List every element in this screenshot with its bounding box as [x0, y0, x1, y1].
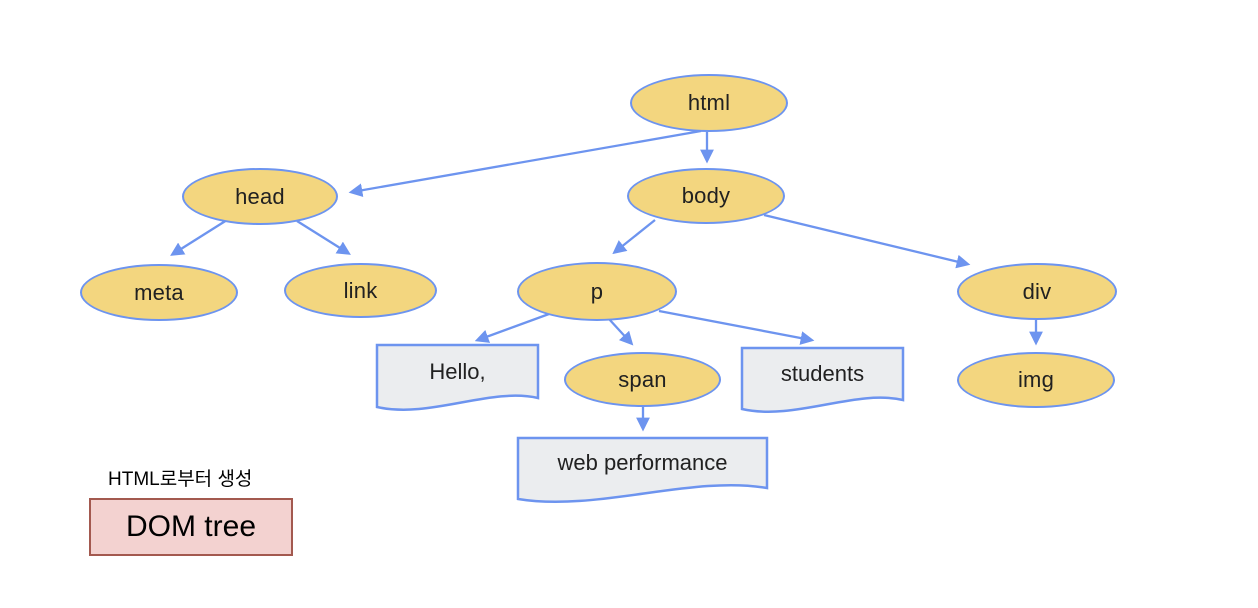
node-div: div	[957, 263, 1117, 320]
node-span-label: span	[618, 366, 667, 392]
text-node-web-performance-label: web performance	[557, 450, 728, 475]
text-node-hello: Hello,	[377, 345, 538, 398]
node-html-label: html	[687, 90, 731, 115]
node-p: p	[517, 262, 677, 321]
node-link-label: link	[343, 277, 378, 303]
node-meta-label: meta	[134, 279, 184, 305]
node-div-label: div	[1022, 278, 1052, 304]
node-body: body	[627, 168, 785, 224]
text-node-web-performance: web performance	[518, 438, 767, 488]
node-span: span	[564, 352, 721, 407]
node-head: head	[182, 168, 338, 225]
arrow-p-to-span	[608, 318, 634, 346]
node-html: html	[630, 74, 788, 132]
text-node-students-label: students	[780, 361, 865, 386]
dom-tree-badge: DOM tree	[89, 498, 293, 556]
arrow-head-to-meta	[170, 219, 228, 256]
node-img-label: img	[1017, 367, 1055, 392]
caption-text: HTML로부터 생성	[108, 469, 253, 490]
text-node-hello-label: Hello,	[429, 358, 486, 384]
arrow-p-to-students	[658, 309, 815, 345]
arrow-p-to-hello	[474, 312, 550, 343]
arrow-body-to-div	[763, 213, 971, 269]
arrow-body-to-p	[612, 219, 656, 255]
arrow-head-to-link	[296, 220, 351, 255]
node-body-label: body	[681, 183, 731, 208]
node-p-label: p	[590, 278, 604, 304]
node-head-label: head	[235, 183, 285, 209]
text-node-students: students	[742, 348, 903, 400]
dom-tree-badge-label: DOM tree	[125, 510, 257, 543]
node-meta: meta	[80, 264, 238, 321]
node-img: img	[957, 352, 1115, 408]
node-link: link	[284, 263, 437, 318]
